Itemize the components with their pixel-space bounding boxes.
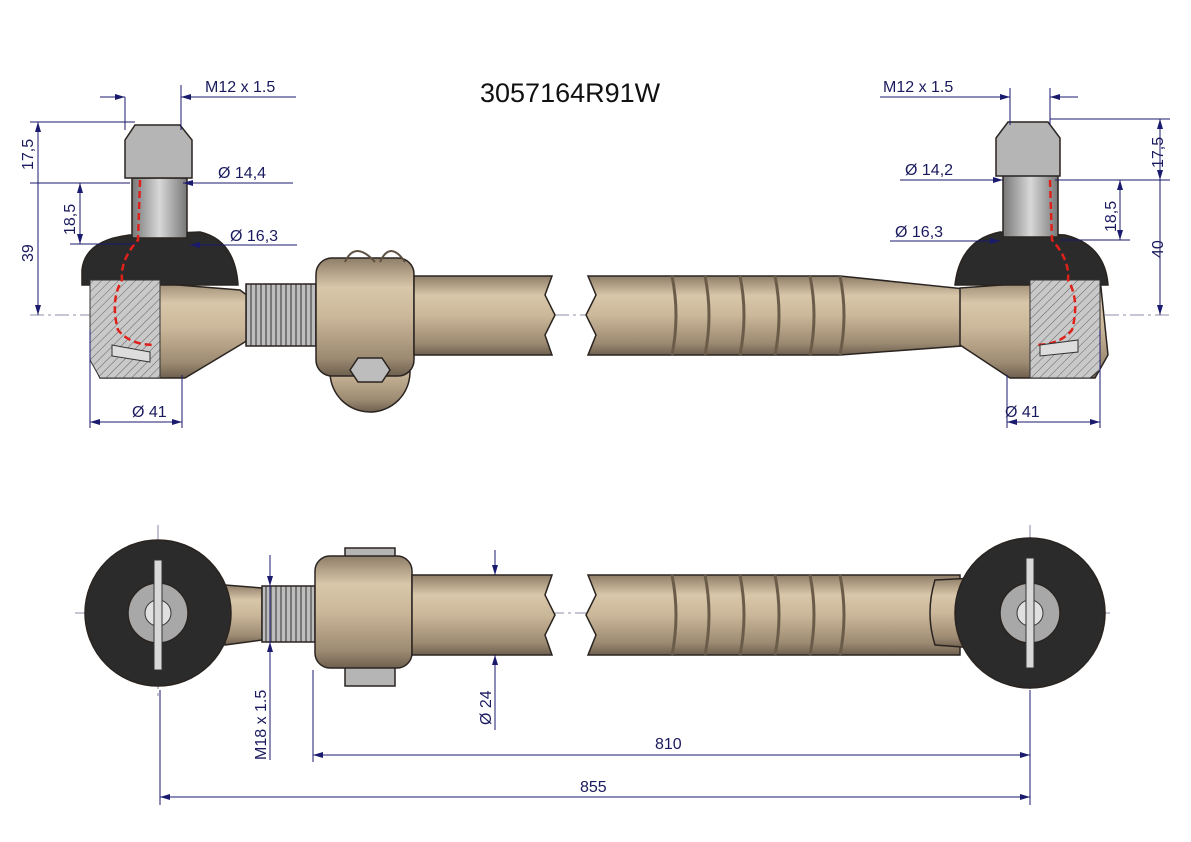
right-castle-nut: [995, 121, 1061, 177]
clamp: [315, 250, 415, 413]
dimensions-top-left: M12 x 1.5 17,5 39 18,5 Ø 14,4 Ø 16,3 Ø 4…: [20, 79, 297, 428]
right-cotter-pin-top: [1025, 557, 1035, 669]
left-castle-nut: [124, 124, 193, 179]
tube-bottom-left: [411, 574, 556, 656]
right-pin-diameter-label: Ø 14,2: [905, 162, 953, 179]
left-thread-label: M12 x 1.5: [205, 79, 275, 96]
top-view: M12 x 1.5 17,5 39 18,5 Ø 14,4 Ø 16,3 Ø 4…: [20, 79, 1170, 428]
left-height-total-label: 39: [20, 244, 37, 262]
left-dust-boot: [81, 231, 239, 286]
left-cotter-pin-top: [153, 559, 163, 671]
thread-m18-label: M18 x 1.5: [253, 690, 270, 760]
tube-diameter-label: Ø 24: [478, 690, 495, 725]
left-threaded-end: [245, 283, 317, 347]
right-cotter-pin: [1039, 339, 1079, 357]
clamp-bottom: [314, 555, 413, 669]
length-855-label: 855: [580, 779, 607, 796]
tube-bottom-right: [585, 574, 961, 656]
part-number: 3057164R91W: [480, 78, 661, 108]
left-thread-bottom: [261, 585, 316, 643]
right-section-cut: [1029, 279, 1101, 379]
tube-left-section: [413, 275, 556, 356]
left-height-mid-label: 18,5: [62, 204, 79, 235]
right-stud: [1002, 174, 1059, 238]
bottom-view: M18 x 1.5 Ø 24 810 855: [75, 525, 1110, 805]
right-ball-joint: [954, 121, 1109, 379]
left-section-cut: [89, 279, 161, 379]
right-body-diameter-label: Ø 41: [1005, 404, 1040, 421]
right-height-mid-label: 18,5: [1103, 201, 1120, 232]
right-thread-label: M12 x 1.5: [883, 79, 953, 96]
clamp-bolt-head: [349, 357, 391, 383]
left-body-diameter-label: Ø 41: [132, 404, 167, 421]
right-dust-boot: [954, 231, 1109, 286]
right-height-top-label: 17,5: [1150, 137, 1167, 168]
left-ball-joint: [81, 124, 249, 379]
length-810-label: 810: [655, 736, 682, 753]
dimensions-top-right: M12 x 1.5 17,5 40 18,5 Ø 14,2 Ø 16,3 Ø 4…: [880, 79, 1170, 428]
left-pin-diameter-label: Ø 14,4: [218, 165, 266, 182]
left-cotter-pin: [111, 344, 151, 363]
tube-grooves: [670, 275, 846, 356]
left-taper-diameter-label: Ø 16,3: [230, 228, 278, 245]
left-height-top-label: 17,5: [20, 139, 37, 170]
right-height-total-label: 40: [1150, 240, 1167, 258]
right-taper-diameter-label: Ø 16,3: [895, 224, 943, 241]
